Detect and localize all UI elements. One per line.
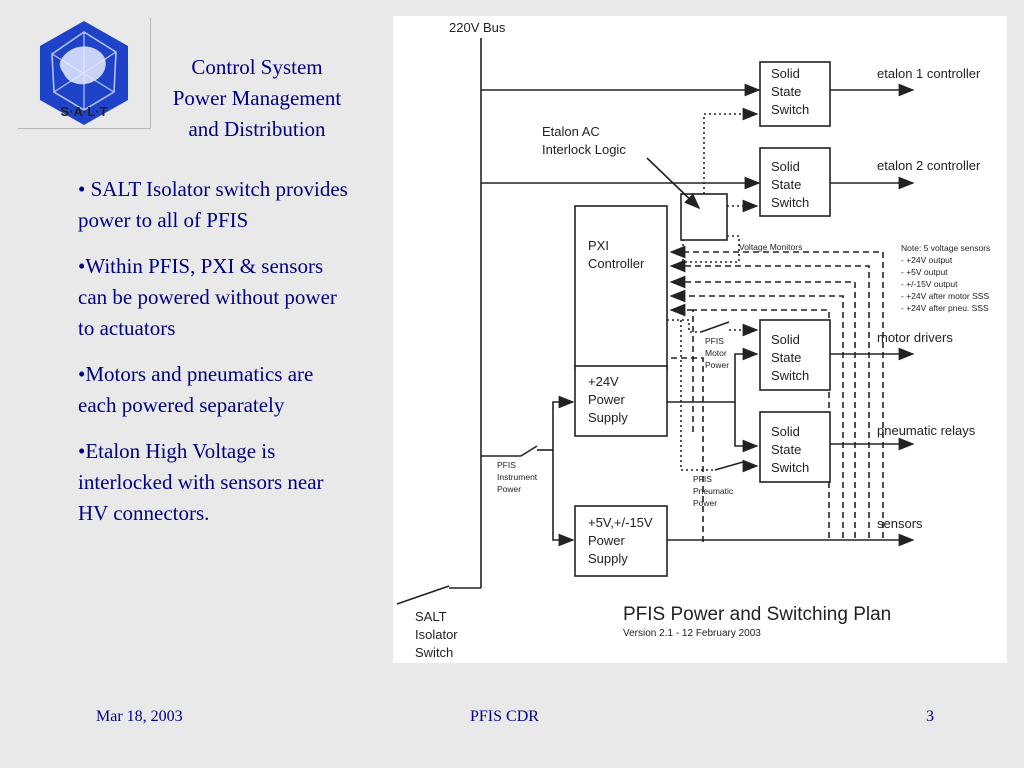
power-diagram-svg: 220V Bus SALT Isolator Switch Solid Stat…	[396, 20, 993, 660]
interlock-label: Etalon AC Interlock Logic	[542, 124, 626, 157]
plan-title: PFIS Power and Switching Plan	[623, 604, 891, 625]
footer-center: PFIS CDR	[470, 708, 539, 725]
sss-label: Solid State Switch	[771, 159, 809, 210]
output-etalon-2: etalon 2 controller	[877, 158, 981, 173]
instrument-power-switch	[520, 445, 538, 457]
pfis-pneumatic-power-label: PFIS Pneumatic Power	[693, 474, 736, 508]
logo-frame: S·A·L·T	[18, 18, 151, 129]
salt-logo: S·A·L·T	[40, 21, 128, 125]
psu-24v-box	[574, 365, 668, 437]
sss-motor	[759, 319, 831, 391]
voltage-sensor-note: Note: 5 voltage sensors - +24V output - …	[901, 243, 993, 313]
psu-5v-label: +5V,+/-15V Power Supply	[588, 515, 656, 566]
logo-text: S·A·L·T	[61, 104, 108, 119]
power-diagram: 220V Bus SALT Isolator Switch Solid Stat…	[393, 16, 1007, 663]
logo-map-shape	[59, 46, 106, 85]
output-motor-drivers: motor drivers	[877, 330, 953, 345]
bus-label: 220V Bus	[449, 20, 506, 35]
output-etalon-1: etalon 1 controller	[877, 66, 981, 81]
bullet-item: •Motors and pneumatics are each powered …	[78, 362, 314, 417]
sss-etalon-1	[759, 61, 831, 127]
psu-5v-box	[574, 505, 668, 577]
bullet-item: •Within PFIS, PXI & sensors can be power…	[78, 254, 337, 340]
pxi-label: PXI Controller	[588, 238, 645, 271]
pfis-motor-power-label: PFIS Motor Power	[705, 336, 729, 370]
output-sensors: sensors	[877, 516, 923, 531]
voltage-monitors-label: Voltage Monitors	[739, 242, 802, 252]
psu-24v-label: +24V Power Supply	[588, 374, 628, 425]
sss-pneumatic	[759, 411, 831, 483]
title-line: and Distribution	[188, 117, 326, 141]
interlock-logic-box	[680, 193, 728, 241]
footer-date: Mar 18, 2003	[96, 708, 183, 725]
output-pneumatic-relays: pneumatic relays	[877, 423, 976, 438]
slide-title: Control System Power Management and Dist…	[150, 52, 364, 145]
bullet-item: •Etalon High Voltage is interlocked with…	[78, 439, 324, 525]
plan-version: Version 2.1 - 12 February 2003	[623, 628, 761, 639]
title-line: Power Management	[172, 86, 342, 110]
footer-page-number: 3	[926, 708, 934, 725]
bullet-list: • SALT Isolator switch provides power to…	[78, 174, 348, 544]
sss-etalon-2	[759, 147, 831, 217]
title-line: Control System	[191, 55, 323, 79]
sss-label: Solid State Switch	[771, 66, 809, 117]
sss-label: Solid State Switch	[771, 332, 809, 383]
pfis-instrument-power-label: PFIS Instrument Power	[497, 460, 540, 494]
bullet-item: • SALT Isolator switch provides power to…	[78, 177, 348, 232]
sss-label: Solid State Switch	[771, 424, 809, 475]
pxi-controller-box	[574, 205, 668, 371]
isolator-switch-arm	[396, 585, 450, 605]
isolator-switch-label: SALT Isolator Switch	[415, 609, 461, 660]
